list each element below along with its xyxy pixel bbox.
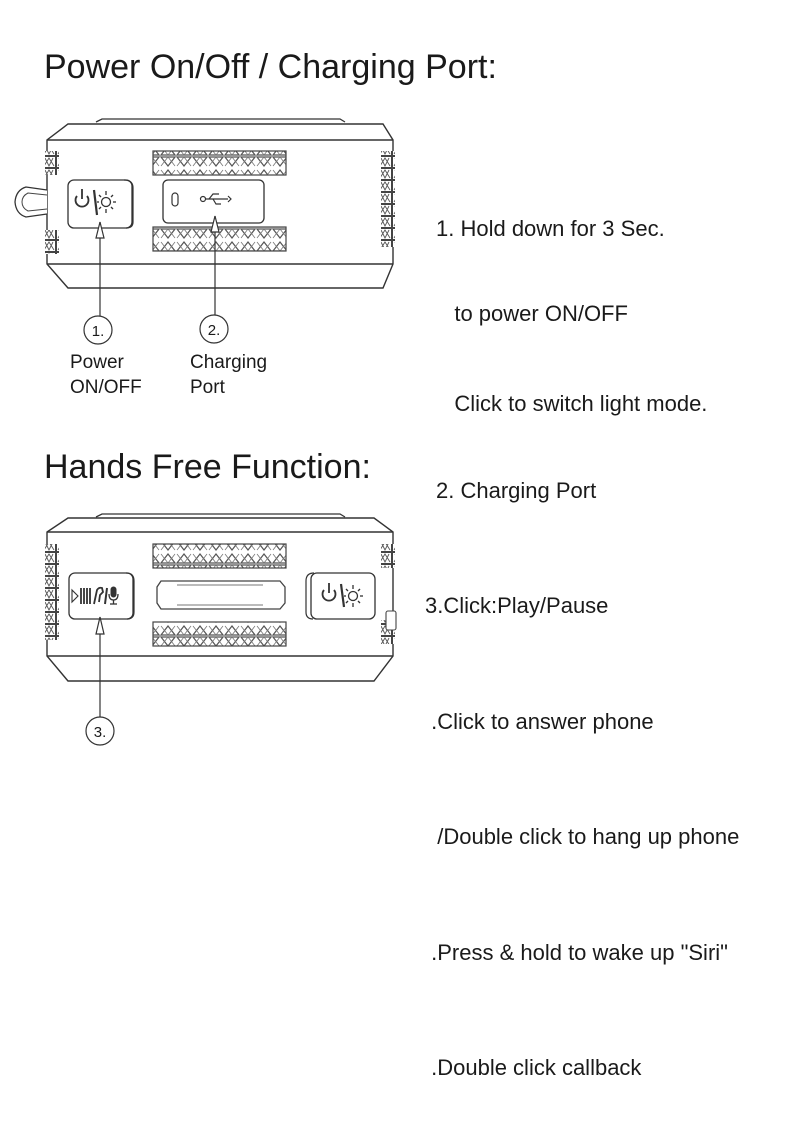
play-icon xyxy=(71,588,79,604)
callout-badge-2: 2. xyxy=(199,314,229,344)
callout-number-1: 1. xyxy=(92,323,105,340)
callout-number-3: 3. xyxy=(94,724,107,741)
callout-number-2: 2. xyxy=(208,322,221,339)
mic-icon xyxy=(108,586,119,605)
power-icon xyxy=(321,583,337,602)
divider-icon xyxy=(339,583,346,608)
instruction-line: to power ON/OFF xyxy=(436,301,628,326)
callout-label-line: Power xyxy=(70,352,124,373)
speaker-grille xyxy=(152,543,287,569)
strap-slot xyxy=(156,580,286,610)
divider-icon xyxy=(104,587,108,605)
multifunction-button[interactable] xyxy=(68,572,135,620)
instruction-line: 3.Click:Play/Pause xyxy=(425,593,609,618)
callout-label-charging: Charging Port xyxy=(190,350,267,400)
callout-badge-3: 3. xyxy=(85,716,115,746)
light-icon xyxy=(344,585,363,607)
instruction-line: /Double click to hang up phone xyxy=(425,824,740,849)
instructions-power: 1. Hold down for 3 Sec. to power ON/OFF … xyxy=(436,157,707,534)
device-top-view-2 xyxy=(45,513,397,682)
lanyard-loop xyxy=(14,186,48,218)
callout-arrow-3 xyxy=(95,616,105,718)
device-diagrams: 1. 2. xyxy=(14,118,397,746)
speaker-grille xyxy=(152,226,287,252)
instruction-line: 2. Charging Port xyxy=(436,478,597,503)
side-clip xyxy=(385,610,397,631)
side-grille xyxy=(45,544,59,640)
callout-label-line: ON/OFF xyxy=(70,377,142,398)
callout-label-line: Port xyxy=(190,377,225,398)
side-grille xyxy=(45,151,59,175)
divider-icon xyxy=(92,189,99,216)
power-light-button-2[interactable] xyxy=(305,572,376,620)
callout-arrow-2 xyxy=(210,215,220,316)
side-grille xyxy=(45,230,59,254)
phone-icon xyxy=(93,586,104,605)
callout-label-power: Power ON/OFF xyxy=(70,350,142,400)
instruction-line: Click to switch light mode. xyxy=(436,391,708,416)
section-title-hands-free: Hands Free Function: xyxy=(44,448,371,486)
power-light-button[interactable] xyxy=(67,179,134,229)
speaker-grille xyxy=(152,150,287,176)
side-grille xyxy=(381,151,395,247)
callout-arrow-1 xyxy=(95,221,105,317)
instruction-line: .Click to answer phone xyxy=(425,708,654,734)
light-icon xyxy=(97,191,116,213)
charging-port-cover[interactable] xyxy=(162,179,265,224)
pause-icon xyxy=(80,588,91,604)
power-icon xyxy=(74,189,90,208)
callout-label-line: Charging xyxy=(190,352,268,373)
instruction-line: .Press & hold to wake up "Siri" xyxy=(425,939,728,965)
instruction-line: 1. Hold down for 3 Sec. xyxy=(436,216,665,241)
side-grille xyxy=(381,544,395,568)
speaker-grille xyxy=(152,621,287,647)
callout-badge-1: 1. xyxy=(83,315,113,345)
instruction-line: .Double click callback xyxy=(425,1055,642,1080)
usb-icon xyxy=(199,193,232,205)
led-indicator-icon xyxy=(171,192,179,207)
instructions-hands-free: 3.Click:Play/Pause .Click to answer phon… xyxy=(425,510,739,1126)
section-title-power: Power On/Off / Charging Port: xyxy=(44,48,497,86)
